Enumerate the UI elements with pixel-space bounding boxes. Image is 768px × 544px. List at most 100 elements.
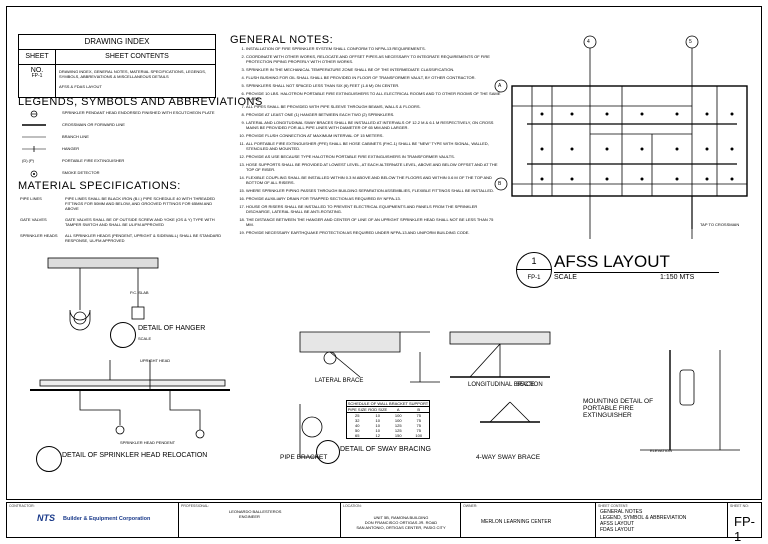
section-title: SECTION (516, 382, 543, 388)
table-cell: 10 (375, 423, 380, 428)
table-cell: 10 (375, 428, 380, 433)
longitudinal-brace-drawing (449, 331, 551, 423)
professional-cell: PROFESSIONAL: LEONARDO BALLESTEROS ENGIN… (179, 503, 341, 537)
table-cell: 65 (355, 433, 360, 438)
general-note-item: PROVIDE AS USE BECAUSE TYPE HALOTRON POR… (246, 154, 501, 159)
table-cell: 75 (416, 413, 421, 418)
pipe-bracket-title: PIPE BRACKET (280, 454, 328, 461)
table-cell: 32 (355, 418, 360, 423)
general-note-item: WHERE SPRINKLER PIPING PASSES THROUGH BU… (246, 188, 501, 193)
grid-4: 4 (587, 39, 590, 45)
hanger-scale: SCALE (138, 336, 152, 341)
sway-bracing-title: DETAIL OF SWAY BRACING (340, 446, 431, 453)
table-cell: 75 (416, 423, 421, 428)
grid-b: B (498, 181, 502, 187)
location-cell: LOCATION: UNIT 5B, RAMONA BUILDING DON F… (341, 503, 461, 537)
table-cell: 75 (416, 428, 421, 433)
table-cell: 12 (375, 433, 380, 438)
col-sheet-no: SHEET NO. (19, 50, 56, 74)
owner-name: MERLON LEARNING CENTER (481, 519, 552, 525)
table-cell: 100 (394, 418, 402, 423)
table-cell: 10 (375, 413, 380, 418)
afss-floor-plan (494, 35, 748, 239)
sprinkler-relocation-drawing (30, 360, 230, 439)
plan-scale-label: SCALE (554, 274, 577, 281)
hanger-detail-drawing (47, 257, 159, 331)
table-cell: 125 (394, 428, 402, 433)
general-note-item: INSTALLATION OF FIRE SPRINKLER SYSTEM SH… (246, 46, 501, 51)
general-note-item: HOUSE OR RISERS SHALL BE INSTALLED TO PR… (246, 204, 501, 214)
schedule-title: SCHEDULE OF WALL BRACKET SUPPORT (347, 401, 429, 407)
general-note-item: SPRINKLERS SHALL NOT SPACED LESS THAN SI… (246, 83, 501, 88)
general-note-item: ALL PIPES SHALL BE PROVIDED WITH PIPE SL… (246, 104, 501, 109)
sprinkler-relocation-title: DETAIL OF SPRINKLER HEAD RELOCATION (62, 452, 208, 459)
sheet-number: FP-1 (734, 514, 755, 544)
general-note-item: HOSE SUPPORTS SHALL BE PROVIDED AT LOWES… (246, 162, 501, 172)
plan-sheet: FP-1 (527, 275, 541, 281)
general-note-item: PROVIDE AUXILIARY DRAIN FOR TRAPPED SECT… (246, 196, 501, 201)
sheet-content-cell: SHEET CONTENT: GENERAL NOTES LEGEND, SYM… (596, 503, 728, 537)
company-name: Builder & Equipment Corporation (63, 516, 151, 522)
schedule-col-header: ROD SIZE (368, 407, 388, 412)
table-cell: 40 (355, 423, 360, 428)
legend-text: PORTABLE FIRE EXTINGUISHER (62, 158, 125, 163)
legend-text: CROSSMAIN OR FORWARD LINE (62, 122, 125, 127)
legends-title: LEGENDS, SYMBOLS AND ABBREVIATIONS (18, 96, 263, 108)
bracket-schedule-table: SCHEDULE OF WALL BRACKET SUPPORT PIPE SI… (346, 400, 430, 439)
detail-bubble (316, 440, 340, 464)
table-cell: 25 (355, 413, 360, 418)
plan-title: AFSS LAYOUT (554, 252, 670, 271)
contractor-cell: CONTRACTOR: NTS Builder & Equipment Corp… (7, 503, 179, 537)
pc-slab-label: P.C. SLAB (130, 290, 149, 295)
company-logo: NTS (37, 513, 55, 523)
bracing-details-drawing (299, 331, 440, 458)
schedule-col-header: A (396, 407, 400, 412)
general-note-item: PROVIDE 10 LBS. HALOTRON PORTABLE FIRE E… (246, 91, 501, 101)
legend-text: BRANCH LINE (62, 134, 89, 139)
detail-bubble (36, 446, 62, 472)
table-cell: 150 (394, 433, 402, 438)
owner-cell: OWNER: MERLON LEARNING CENTER (461, 503, 596, 537)
table-row: 32 10 100 75 (347, 418, 429, 423)
table-cell: 10 (375, 418, 380, 423)
upright-head-label: UPRIGHT HEAD (140, 358, 171, 363)
table-cell: 100 (415, 433, 423, 438)
general-note-item: COORDINATE WITH OTHER WORKS, RELOCATE AN… (246, 54, 501, 64)
plan-scale-value: 1:150 MTS (660, 274, 695, 281)
grid-a: A (498, 83, 502, 89)
pendent-head-label: SPRINKLER HEAD PENDENT (120, 440, 176, 445)
smoke-detector-icon (22, 170, 62, 182)
general-note-item: FLUSH BUSHING FOR OIL SHALL SHALL BE PRO… (246, 75, 501, 80)
legend-text: HANGER (62, 146, 80, 151)
schedule-col-header: PIPE SIZE (347, 407, 367, 412)
general-notes-title: GENERAL NOTES: (230, 34, 334, 46)
general-note-item: LATERAL AND LONGITUDINAL SWAY BRACES SHA… (246, 120, 501, 130)
schedule-col-header: B (417, 407, 421, 412)
general-notes-list: INSTALLATION OF FIRE SPRINKLER SYSTEM SH… (228, 46, 501, 238)
sheet-no-cell: SHEET NO: FP-1 (728, 503, 761, 544)
plan-number: 1 (517, 253, 551, 270)
detail-bubble (110, 322, 136, 348)
material-specs-title: MATERIAL SPECIFICATIONS: (18, 180, 181, 192)
general-note-item: FLEXIBLE COUPLING SHALL BE INSTALLED WIT… (246, 175, 501, 185)
general-note-item: THE DISTANCE BETWEEN THE HANGER AND CENT… (246, 217, 501, 227)
table-cell: 75 (416, 418, 421, 423)
mounting-detail-title: MOUNTING DETAIL OF PORTABLE FIRE EXTINGU… (583, 398, 654, 419)
lateral-brace-title: LATERAL BRACE (315, 378, 364, 384)
index-contents-2: AFSS & FDAS LAYOUT (59, 84, 102, 89)
legend-text: SPRINKLER PENDANT HEAD ENDORSED FINISHED… (62, 110, 215, 115)
col-sheet-contents: SHEET CONTENTS (105, 53, 169, 60)
legend-pfe-symbol: (D) (P) (22, 158, 34, 163)
legends-list: SPRINKLER PENDANT HEAD ENDORSED FINISHED… (22, 110, 222, 182)
legend-text: SMOKE DETECTOR (62, 170, 100, 175)
extinguisher-mounting-drawing (640, 350, 740, 451)
legend-sprinkler-symbol (22, 110, 62, 122)
general-note-item: ALL PORTABLE FIRE EXTINGUISHER (PFE) SHA… (246, 141, 501, 151)
general-note-item: PROVIDE NECESSARY EARTHQUAKE PROTECTION … (246, 230, 501, 235)
grid-5: 5 (689, 39, 692, 45)
tap-note: TAP TO CROSSMAIN (700, 222, 740, 227)
